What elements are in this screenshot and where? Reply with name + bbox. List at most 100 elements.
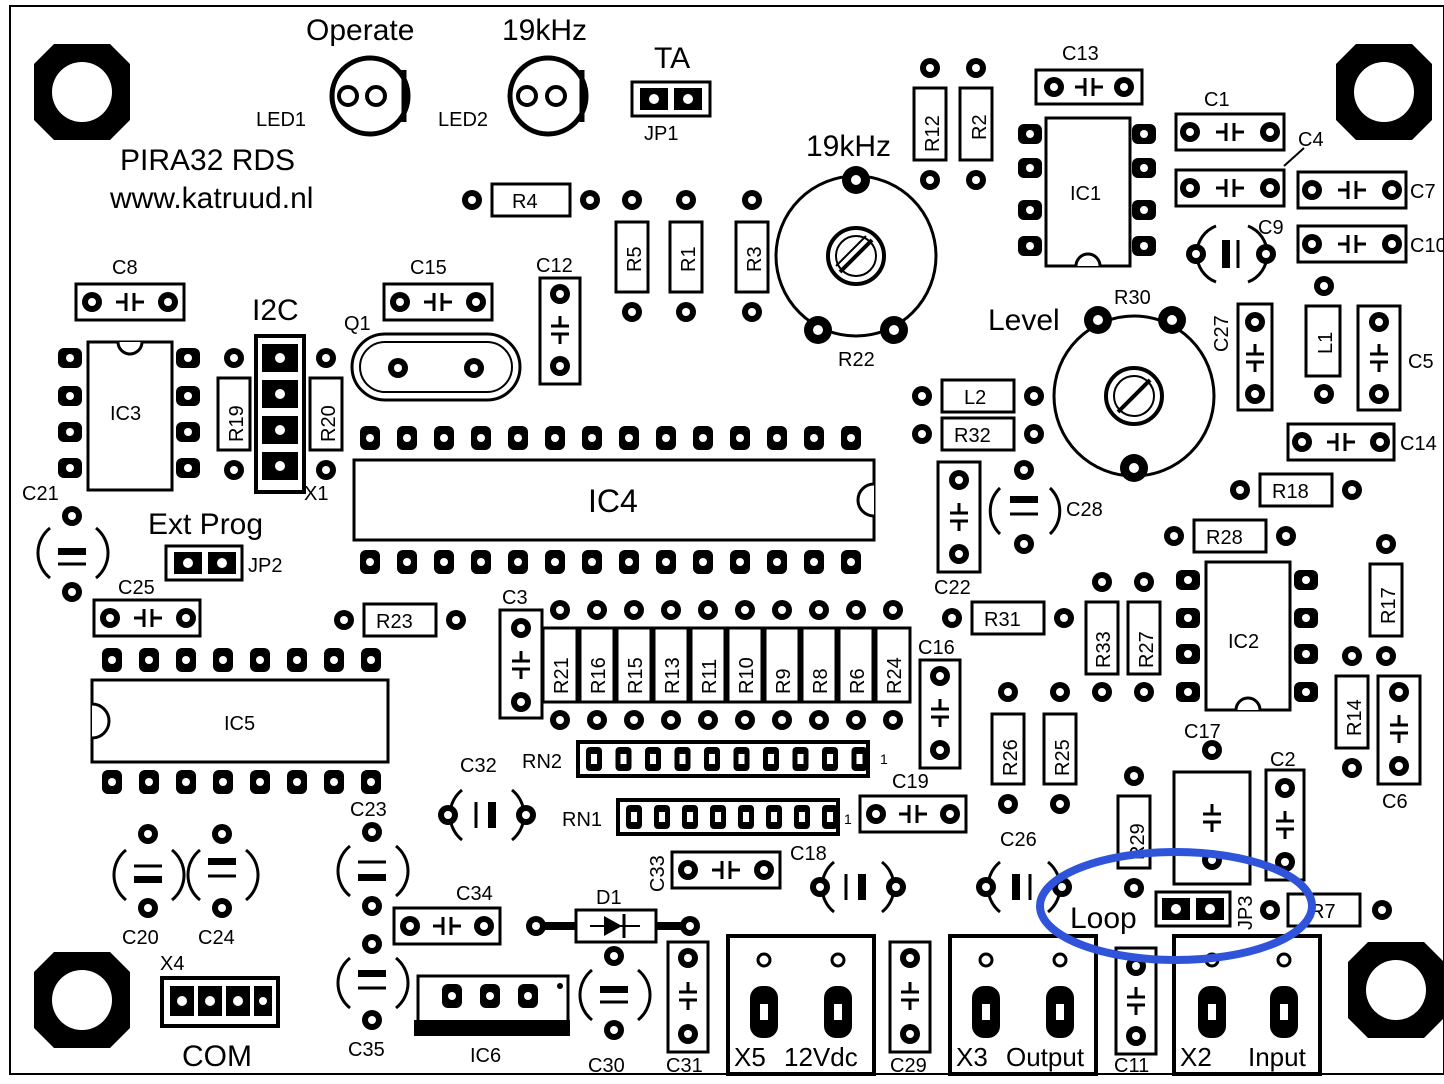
capacitor-c8 (74, 282, 186, 322)
resistor-r17 (1368, 534, 1404, 666)
c22-label: C22 (934, 577, 971, 599)
resistor-row-label: R6 (847, 668, 869, 694)
c28-label: C28 (1066, 499, 1103, 521)
capacitor-c34 (392, 906, 502, 946)
c33-label: C33 (647, 855, 669, 892)
x5-label: X5 (734, 1042, 766, 1072)
c26-label: C26 (1000, 829, 1037, 851)
ic1 (1018, 116, 1156, 268)
ext-prog-label: Ext Prog (148, 508, 263, 541)
c16-label: C16 (918, 637, 955, 659)
r1-label: R1 (678, 246, 700, 272)
network-pin-hole (771, 812, 777, 822)
resistor-r1 (668, 190, 704, 322)
c17-label: C17 (1184, 721, 1221, 743)
r32-label: R32 (954, 425, 991, 447)
resistor-row-label: R8 (810, 668, 832, 694)
capacitor-c28 (988, 460, 1062, 554)
inductor-l1 (1304, 276, 1342, 404)
resistor-row-label: R10 (736, 657, 758, 694)
c2-label: C2 (1270, 749, 1296, 771)
jp2-label: JP2 (248, 555, 282, 577)
resistor-r33 (1084, 572, 1120, 702)
resistor-r24: R24 (874, 600, 912, 730)
resistor-r7 (1260, 892, 1392, 928)
mounting-hole (1348, 942, 1444, 1038)
ic2 (1176, 560, 1318, 712)
com-header (160, 976, 280, 1028)
connector-x3 (948, 934, 1098, 1076)
resistor-r27 (1126, 572, 1162, 702)
c9-label: C9 (1258, 217, 1284, 239)
capacitor-c6 (1376, 674, 1422, 786)
resistor-r20 (308, 348, 344, 480)
r4-label: R4 (512, 191, 538, 213)
d1-label: D1 (596, 887, 622, 909)
capacitor-c1 (1174, 112, 1286, 152)
capacitor-c7 (1296, 170, 1408, 210)
capacitor-c30 (578, 946, 652, 1040)
network-pin-hole (827, 754, 833, 764)
resistor-r12 (912, 58, 948, 190)
c27-label: C27 (1211, 315, 1233, 352)
led1-label: LED1 (256, 109, 306, 131)
resistor-row-label: R9 (773, 668, 795, 694)
l2-label: L2 (964, 387, 986, 409)
resistor-row-label: R15 (625, 657, 647, 694)
network-pin-hole (650, 754, 656, 764)
capacitor-c20 (112, 824, 186, 918)
capacitor-c21 (36, 506, 110, 602)
x4-label: X4 (160, 953, 184, 975)
jp3 (1154, 890, 1232, 928)
resistor-r10: R10 (726, 600, 764, 730)
led-19khz-label: 19kHz (502, 14, 587, 47)
board-url: www.katruud.nl (109, 182, 313, 215)
crystal-q1 (350, 332, 522, 402)
r12-label: R12 (922, 115, 944, 152)
capacitor-c11 (1114, 946, 1158, 1056)
resistor-r23 (334, 602, 466, 638)
mounting-hole (1336, 44, 1432, 140)
capacitor-c19 (858, 794, 968, 834)
x3-desc: Output (1006, 1042, 1085, 1072)
c13-label: C13 (1062, 43, 1099, 65)
operate-label: Operate (306, 14, 414, 47)
jp1 (630, 80, 712, 118)
c35-label: C35 (348, 1039, 385, 1061)
r20-label: R20 (318, 405, 340, 442)
pot-19khz-label: 19kHz (806, 130, 891, 163)
c7-label: C7 (1410, 181, 1436, 203)
c25-label: C25 (118, 577, 155, 599)
r18-label: R18 (1272, 481, 1309, 503)
ic2-label: IC2 (1228, 631, 1259, 653)
capacitor-c27 (1236, 302, 1274, 412)
network-pin-hole (679, 754, 686, 764)
rn2-label: RN2 (522, 751, 562, 773)
resistor-row-label: R24 (884, 657, 906, 694)
ic1-label: IC1 (1070, 183, 1101, 205)
capacitor-c18 (810, 860, 906, 914)
resistor-r4 (462, 182, 600, 218)
resistor-r15: R15 (615, 600, 653, 730)
resistor-r11: R11 (689, 600, 727, 730)
ic5 (90, 648, 390, 794)
ic4 (352, 426, 876, 574)
ic4-label: IC4 (588, 483, 638, 519)
x3-label: X3 (956, 1042, 988, 1072)
resistor-network-rn2 (576, 740, 870, 778)
resistor-r19 (216, 348, 252, 480)
resistor-r3 (734, 190, 770, 322)
c21-label: C21 (22, 483, 59, 505)
resistor-r26 (990, 682, 1026, 814)
network-pin-hole (768, 754, 774, 764)
capacitor-c32 (438, 788, 536, 842)
resistor-r18 (1230, 472, 1362, 508)
capacitor-c15 (382, 282, 494, 322)
resistor-r14 (1334, 646, 1370, 778)
network-pin-hole (709, 754, 715, 764)
inductor-l2 (912, 378, 1044, 414)
network-pin-hole (687, 812, 693, 822)
c1-label: C1 (1204, 89, 1230, 111)
r33-label: R33 (1093, 631, 1115, 668)
